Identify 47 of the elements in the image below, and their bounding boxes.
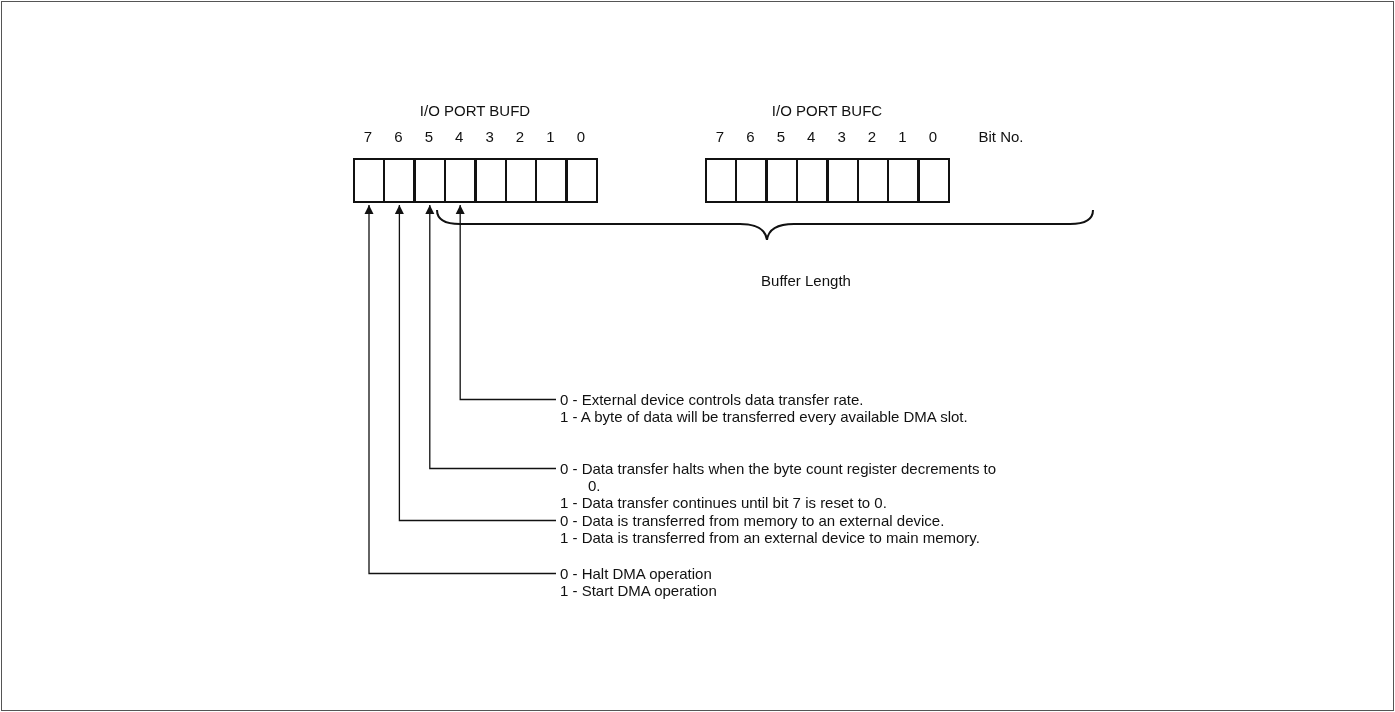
- bit-number: 3: [837, 127, 846, 145]
- register-bit-cell: [796, 158, 829, 203]
- bit-value-description: 1 - Data transfer continues until bit 7 is reset to 0.: [560, 494, 888, 511]
- bit-value-description: 0 - External device controls data transfer rate.: [560, 391, 865, 408]
- register-bit-cell: [474, 158, 507, 203]
- bit-number: 1: [898, 127, 907, 145]
- bit-value-description: 1 - A byte of data will be transferred every available DMA slot.: [560, 408, 969, 425]
- port-heading: I/O PORT BUFC: [771, 101, 883, 119]
- register-bit-cell: [413, 158, 446, 203]
- register-bit-cell: [505, 158, 537, 203]
- bit-number: 5: [424, 127, 433, 145]
- bit-number: 7: [363, 127, 373, 145]
- register-bit-cell: [565, 158, 598, 203]
- register-bit-cell: [353, 158, 385, 203]
- leader-arrow: [362, 204, 557, 575]
- leader-arrow: [392, 204, 557, 522]
- register-bit-cell: [735, 158, 768, 203]
- register-bit-cell: [917, 158, 950, 203]
- axis-caption: Bit No.: [978, 127, 1024, 145]
- register-bit-cell: [857, 158, 889, 203]
- bit-number: 2: [515, 127, 525, 145]
- bit-number: 5: [776, 127, 785, 145]
- bit-number: 3: [485, 127, 494, 145]
- bit-number: 4: [807, 127, 816, 145]
- bit-number: 0: [576, 127, 585, 145]
- bit-number: 2: [867, 127, 877, 145]
- bit-number: 0: [928, 127, 937, 145]
- bit-value-description: 1 - Data is transferred from an external device to main memory.: [560, 529, 981, 546]
- leader-arrow: [453, 204, 557, 401]
- register-bit-cell: [826, 158, 859, 203]
- bit-number: 6: [746, 127, 755, 145]
- bit-number: 7: [715, 127, 725, 145]
- bit-number: 4: [455, 127, 464, 145]
- bit-number: 6: [394, 127, 403, 145]
- field-caption: Buffer Length: [761, 271, 851, 289]
- register-bit-cell: [765, 158, 798, 203]
- bit-value-description: 0 - Data transfer halts when the byte count register decrements to 0.: [560, 460, 998, 494]
- bit-value-description: 0 - Data is transferred from memory to an external device.: [560, 512, 946, 529]
- register-bit-cell: [444, 158, 477, 203]
- bit-value-description: 1 - Start DMA operation: [560, 582, 718, 599]
- bit-value-description: 0 - Halt DMA operation: [560, 565, 713, 582]
- port-heading: I/O PORT BUFD: [419, 101, 531, 119]
- register-bit-cell: [887, 158, 920, 203]
- register-bit-cell: [535, 158, 568, 203]
- register-bit-cell: [383, 158, 416, 203]
- register-bit-cell: [705, 158, 737, 203]
- bit-number: 1: [546, 127, 555, 145]
